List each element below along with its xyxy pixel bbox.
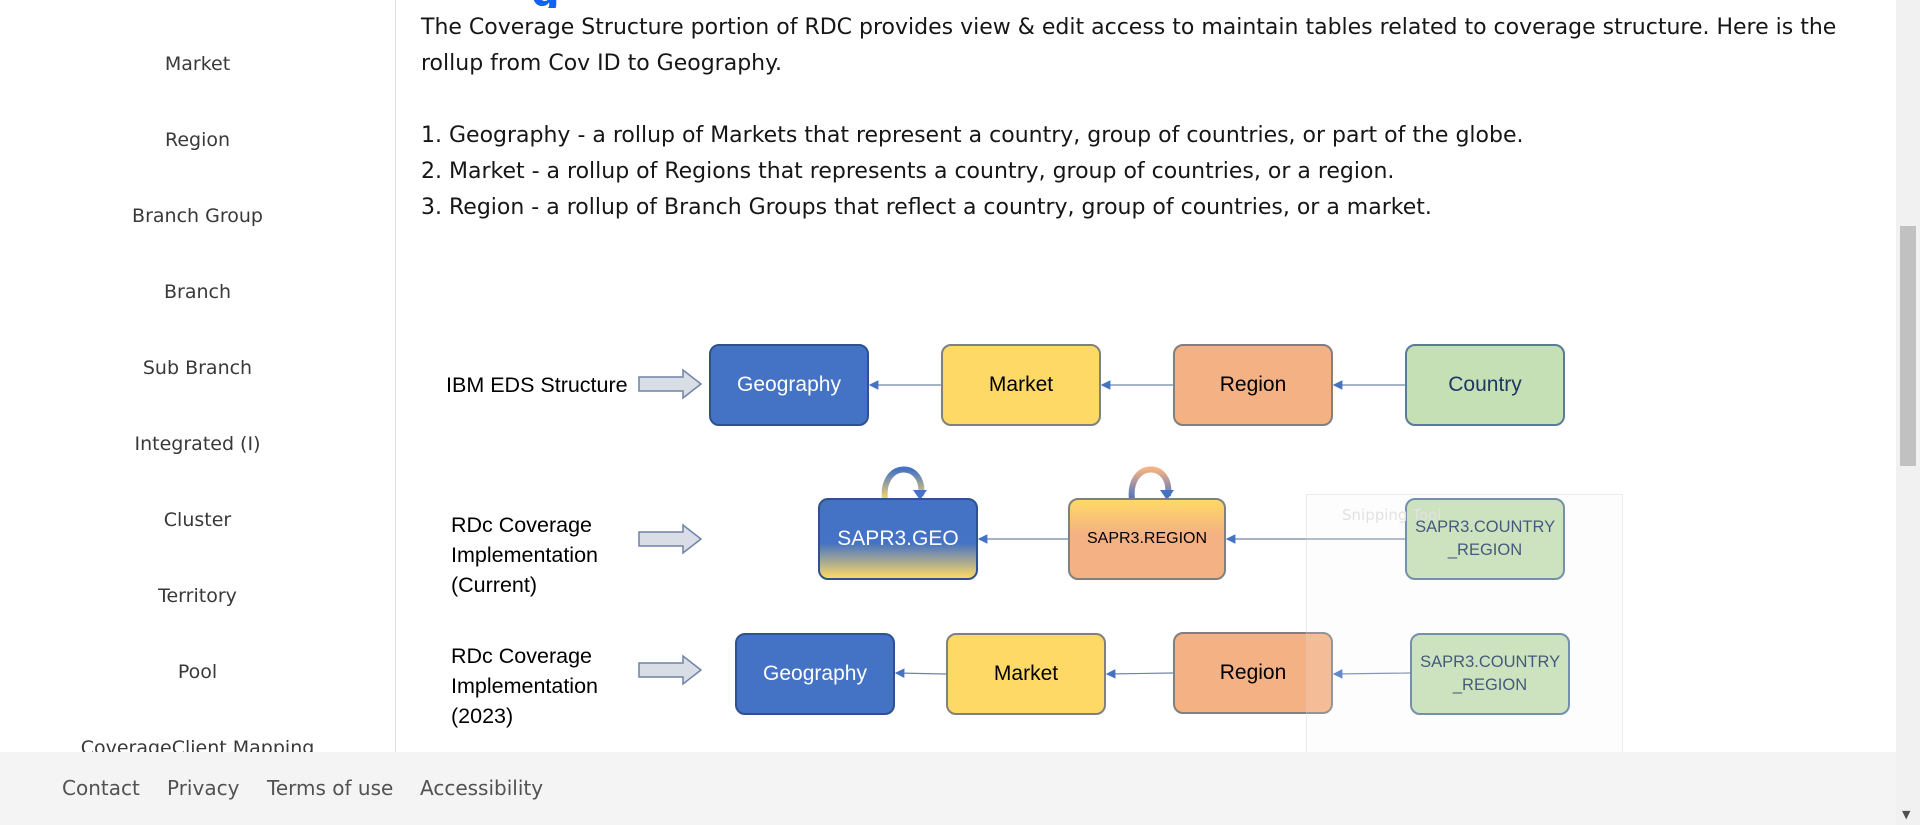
row-label-rdc-current: RDc Coverage Implementation (Current): [451, 513, 598, 597]
footer: Contact Privacy Terms of use Accessibili…: [0, 752, 1896, 825]
sidebar-item-integrated[interactable]: Integrated (I): [134, 433, 261, 455]
self-loop-sapr3region-head: [1160, 490, 1174, 500]
node-region: Region: [1173, 344, 1333, 426]
main-content: g The Coverage Structure portion of RDC …: [396, 0, 1896, 752]
footer-link-contact[interactable]: Contact: [62, 776, 140, 800]
node-sapr3-geo: SAPR3.GEO: [818, 498, 978, 580]
footer-link-accessibility[interactable]: Accessibility: [420, 776, 544, 800]
sidebar-item-branch[interactable]: Branch: [163, 281, 232, 303]
sidebar-item-branch-group[interactable]: Branch Group: [132, 205, 263, 227]
coverage-structure-diagram: IBM EDS Structure RDc Coverage Implement…: [396, 0, 1896, 752]
node-market-2023: Market: [946, 633, 1106, 715]
connector-market-geography-2023: [894, 668, 947, 678]
connector-country-region-2023: [1332, 669, 1411, 679]
sidebar-item-coverage-client-mapping[interactable]: CoverageClient Mapping: [80, 737, 315, 752]
self-loop-sapr3region: [1128, 466, 1172, 501]
list-item-region: 3. Region - a rollup of Branch Groups th…: [421, 195, 1432, 220]
block-arrow-row3: [638, 654, 703, 686]
node-region-2023: Region: [1173, 632, 1333, 714]
diagram-connectors: [638, 368, 1411, 686]
row-label-ibm-eds: IBM EDS Structure: [446, 373, 628, 397]
intro-paragraph: The Coverage Structure portion of RDC pr…: [421, 15, 1837, 76]
page-title-fragment: g: [531, 0, 571, 8]
footer-link-privacy[interactable]: Privacy: [167, 776, 240, 800]
sidebar-item-region[interactable]: Region: [164, 129, 231, 151]
row-label-rdc-2023: RDc Coverage Implementation (2023): [451, 644, 598, 728]
sidebar-item-territory[interactable]: Territory: [158, 585, 237, 607]
node-country: Country: [1405, 344, 1565, 426]
node-sapr3-country-region-2023: SAPR3.COUNTRY _REGION: [1410, 633, 1570, 715]
scrollbar-thumb[interactable]: [1900, 226, 1916, 466]
scroll-down-arrow-icon[interactable]: ▼: [1902, 808, 1911, 821]
node-geography: Geography: [709, 344, 869, 426]
block-arrow-row2: [638, 523, 703, 555]
footer-link-terms-of-use[interactable]: Terms of use: [267, 776, 394, 800]
sidebar-item-market[interactable]: Market: [164, 53, 231, 75]
sidebar-nav: Market Region Branch Group Branch Sub Br…: [0, 0, 396, 752]
sidebar-item-pool[interactable]: Pool: [177, 661, 218, 683]
node-sapr3-country-region: SAPR3.COUNTRY _REGION: [1405, 498, 1565, 580]
node-geography-2023: Geography: [735, 633, 895, 715]
sidebar-item-cluster[interactable]: Cluster: [163, 509, 232, 531]
vertical-scrollbar[interactable]: ▼: [1896, 0, 1920, 825]
node-market: Market: [941, 344, 1101, 426]
block-arrow-row1: [638, 368, 703, 400]
self-loop-sapr3geo-head: [913, 490, 927, 500]
node-sapr3-region: SAPR3.REGION: [1068, 498, 1226, 580]
list-item-market: 2. Market - a rollup of Regions that rep…: [421, 159, 1395, 184]
snipping-tool-overlay: [1306, 494, 1623, 752]
sidebar-item-sub-branch[interactable]: Sub Branch: [142, 357, 253, 379]
list-item-geography: 1. Geography - a rollup of Markets that …: [421, 123, 1524, 148]
connector-region-market-2023: [1105, 669, 1174, 679]
snipping-tool-label: Snipping Tool: [1342, 506, 1442, 524]
self-loop-sapr3geo: [881, 466, 925, 501]
